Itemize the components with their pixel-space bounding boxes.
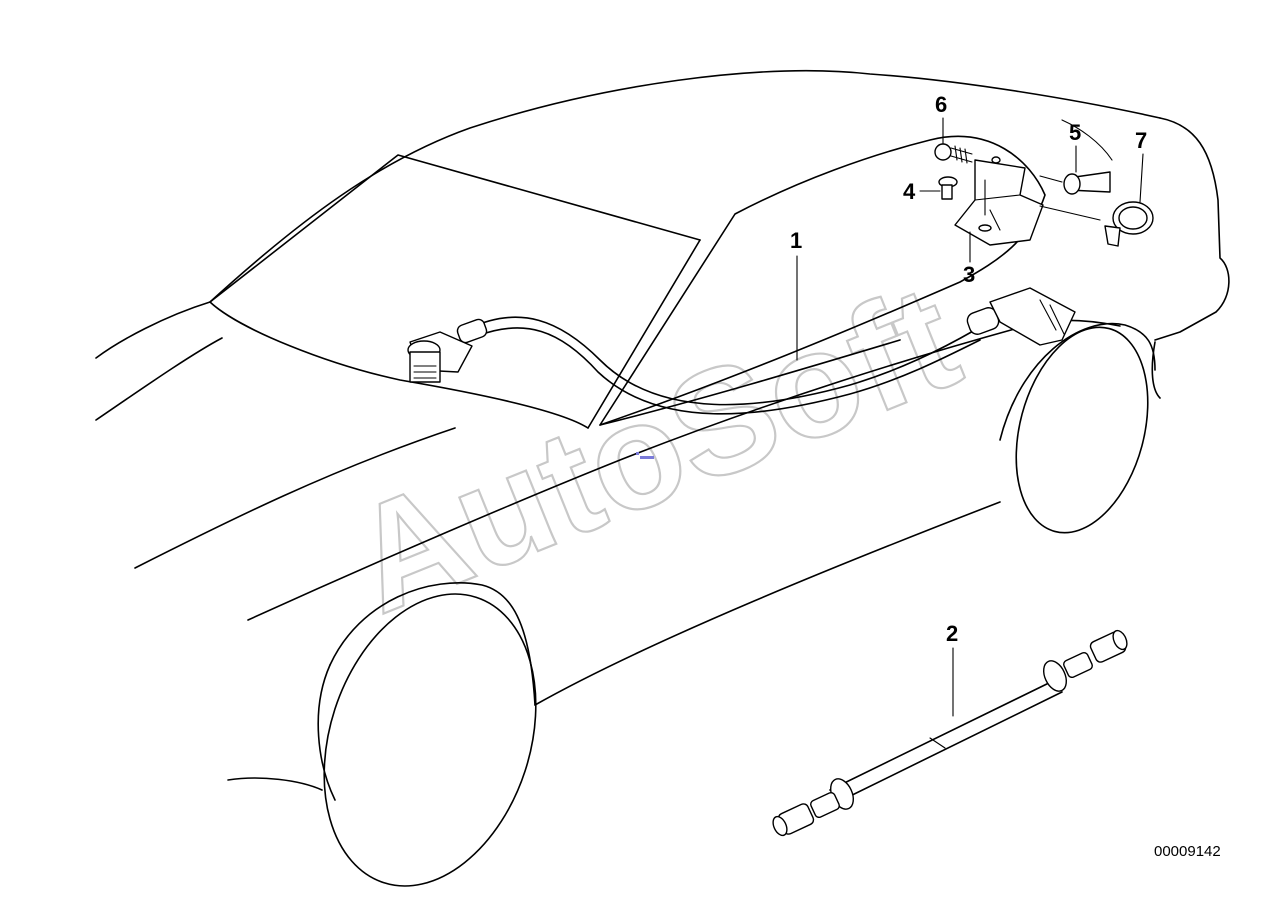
car-body-outline	[95, 70, 1230, 887]
marker-glyph-tick	[636, 452, 639, 455]
callout-5: 5	[1069, 120, 1081, 145]
marker-glyph	[640, 456, 654, 459]
callout-3: 3	[963, 262, 975, 287]
callout-2: 2	[946, 621, 958, 646]
callout-4: 4	[903, 179, 916, 204]
diagram-number: 00009142	[1154, 843, 1221, 860]
callout-leaders	[796, 117, 1144, 717]
antenna-rod	[772, 629, 1128, 837]
watermark: AutoSoft	[329, 252, 979, 645]
callout-6: 6	[935, 92, 947, 117]
antenna-mount-assembly	[934, 119, 1154, 247]
antenna-cable	[407, 287, 1076, 415]
callout-7: 7	[1135, 128, 1147, 153]
callout-1: 1	[790, 228, 802, 253]
